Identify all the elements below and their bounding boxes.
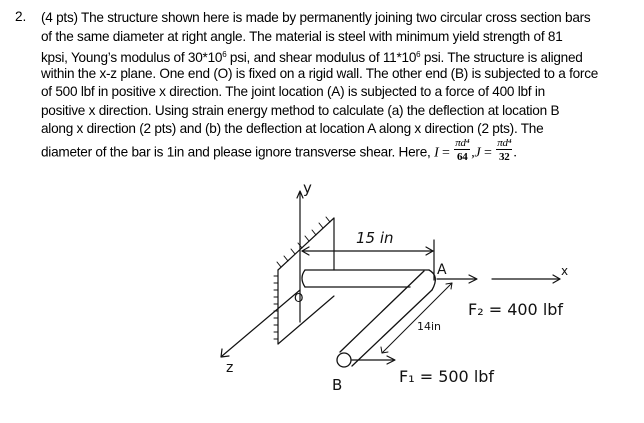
problem-line-4: within the x-z plane. One end (O) is fix…: [41, 66, 599, 81]
joint-label-a: A: [437, 262, 447, 278]
problem-line-3: kpsi, Young’s modulus of 30*106 psi, and…: [41, 50, 583, 65]
z-axis: z: [220, 289, 301, 376]
problem-number: 2.: [15, 9, 27, 24]
dimension-oa-label: 15 in: [356, 229, 394, 247]
problem-line-5: of 500 lbf in positive x direction. The …: [41, 84, 545, 99]
x-axis-label: x: [561, 264, 568, 278]
force-f1-arrow: [351, 355, 396, 365]
origin-label: O: [294, 291, 303, 305]
problem-line-2: of the same diameter at right angle. The…: [41, 29, 563, 44]
formula-I-label: I: [434, 145, 439, 161]
bar-ab: [336, 270, 433, 368]
force-f2-label: F₂ = 400 lbf: [468, 300, 563, 319]
y-axis: y: [296, 179, 312, 323]
dimension-ab-label: 14in: [417, 320, 441, 333]
y-axis-label: y: [303, 179, 312, 197]
force-f2-arrow: [436, 274, 478, 284]
dimension-ab: 14in: [380, 282, 453, 354]
z-axis-label: z: [226, 360, 233, 376]
problem-line-6: positive x direction. Using strain energ…: [41, 103, 560, 118]
rigid-wall: [273, 216, 335, 345]
problem-line-8: diameter of the bar is 1in and please ig…: [41, 137, 517, 163]
formula-J-label: J: [474, 145, 481, 161]
bar-oa: [301, 269, 436, 291]
end-label-b: B: [332, 376, 342, 394]
force-f1-label: F₁ = 500 lbf: [399, 367, 494, 386]
dimension-oa: 15 in: [301, 229, 435, 281]
problem-line-7: along x direction (2 pts) and (b) the de…: [41, 121, 544, 136]
x-axis: x: [491, 264, 568, 284]
problem-line-1: (4 pts) The structure shown here is made…: [41, 10, 591, 25]
